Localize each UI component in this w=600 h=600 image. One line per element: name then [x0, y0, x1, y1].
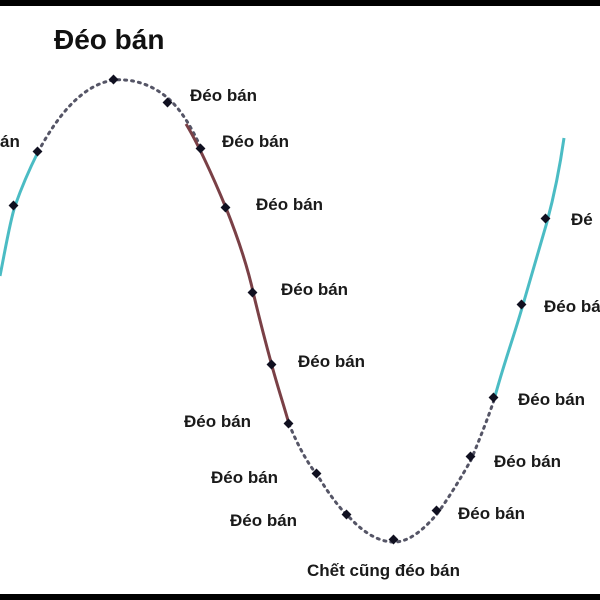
bottom-label: Chết cũng đéo bán	[307, 561, 460, 580]
curve-label: Đéo bán	[544, 297, 600, 316]
marker	[540, 213, 551, 224]
marker	[465, 451, 476, 462]
marker	[516, 299, 527, 310]
curve-label: Đé	[571, 210, 593, 229]
sine-curve-graphic	[0, 74, 566, 545]
marker	[341, 509, 352, 520]
marker	[388, 534, 399, 545]
meme-frame: Đéo bán án Đéo bán Đéo bán Đéo bán Đéo b…	[0, 6, 600, 594]
teal-segment-right	[492, 137, 566, 401]
marker	[162, 97, 173, 108]
curve-label: Đéo bán	[211, 468, 279, 487]
marker	[8, 200, 19, 211]
curve-label: án	[0, 132, 20, 151]
curve-label: Đéo bán	[256, 195, 324, 214]
curve-label: Đéo bán	[184, 412, 252, 431]
curve-label: Đéo bán	[281, 280, 349, 299]
marker	[431, 505, 442, 516]
curve-label: Đéo bán	[222, 132, 290, 151]
marker	[247, 287, 258, 298]
marker	[32, 146, 43, 157]
curve-label: Đéo bán	[190, 86, 258, 105]
curve-label: Đéo bán	[458, 504, 526, 523]
teal-segment-left	[0, 151, 40, 277]
marker	[488, 392, 499, 403]
brown-segment	[184, 123, 291, 425]
dotted-arc-top	[36, 78, 202, 154]
curve-label: Đéo bán	[518, 390, 586, 409]
marker	[195, 143, 206, 154]
marker	[220, 202, 231, 213]
curve-label: Đéo bán	[494, 452, 562, 471]
top-title-label: Đéo bán	[54, 24, 165, 55]
marker	[108, 74, 119, 85]
curve-label: Đéo bán	[298, 352, 366, 371]
marker	[283, 418, 294, 429]
marker	[266, 359, 277, 370]
curve-label: Đéo bán	[230, 511, 298, 530]
marker	[311, 468, 322, 479]
